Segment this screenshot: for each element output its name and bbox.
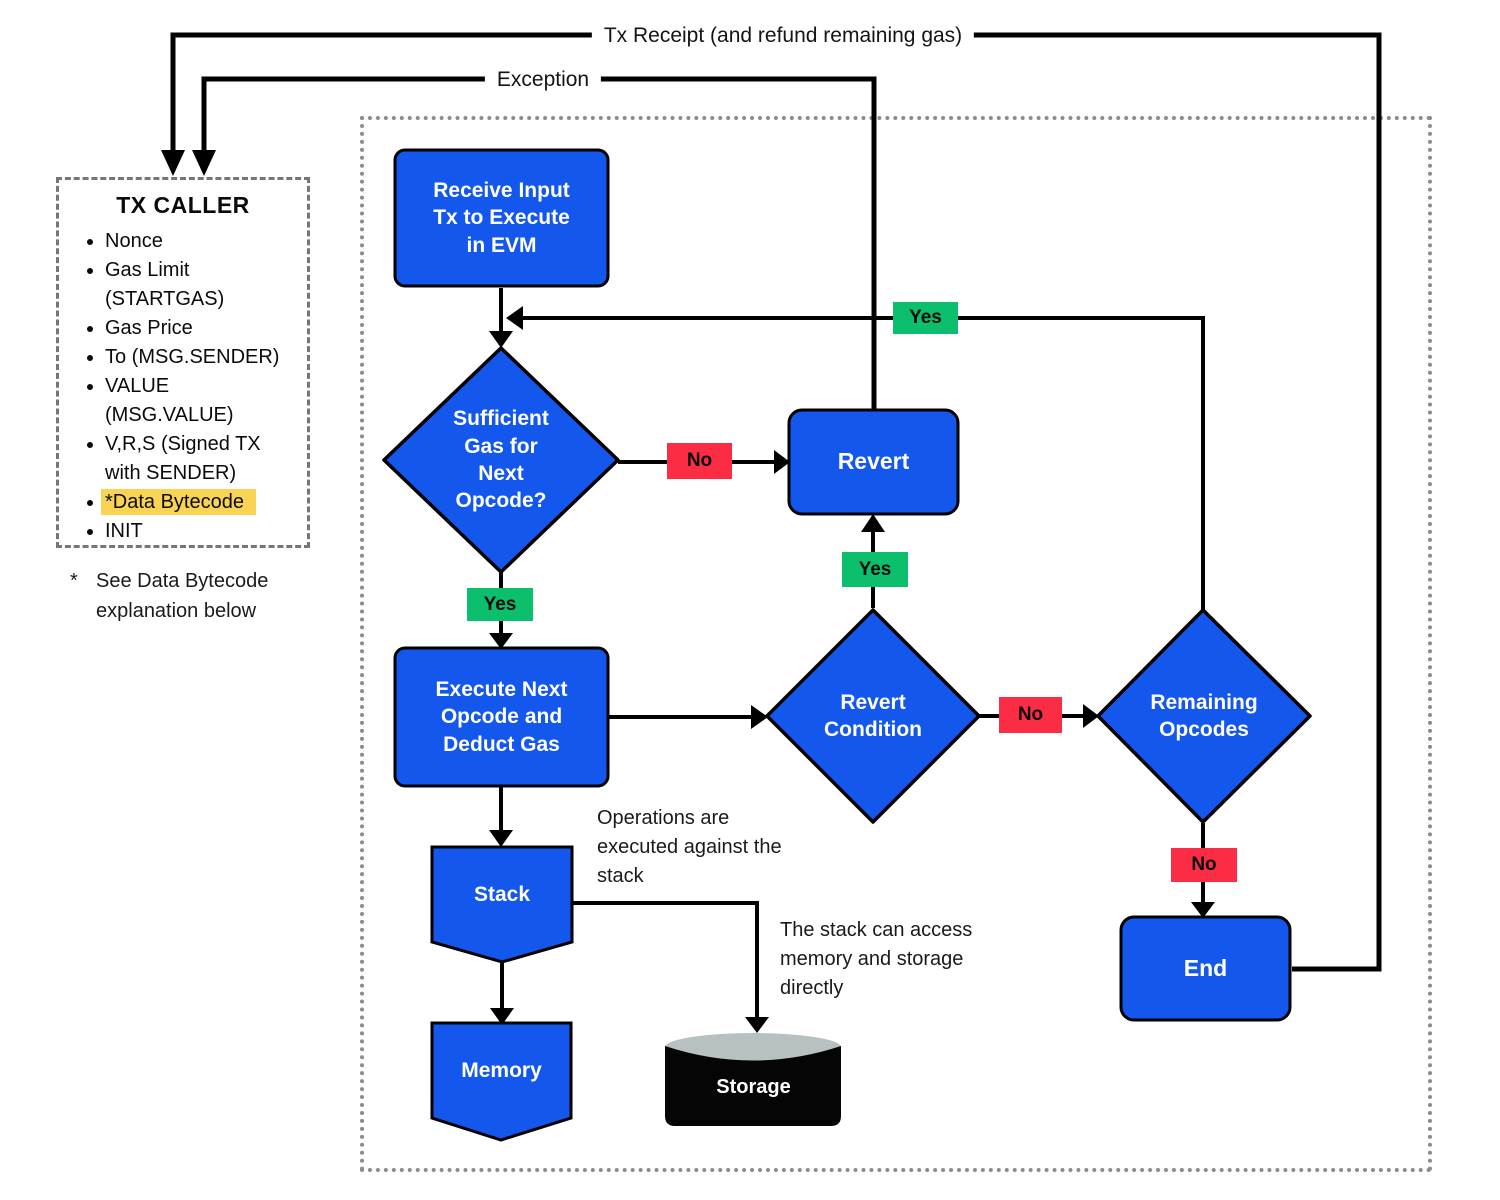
yes-loop-chip: Yes [893, 302, 958, 334]
flow-edges [499, 288, 1205, 1018]
operations-note: Operations are executed against the stac… [597, 807, 782, 887]
caller-item-init: INIT [105, 517, 281, 546]
remaining-opcodes-diamond-shape [1096, 608, 1312, 824]
data-bytecode-highlight: *Data Bytecode [101, 489, 256, 515]
arrow-into-remaining [1083, 704, 1099, 728]
edge-stack-to-storage [572, 901, 759, 1018]
no-gas-chip: No [667, 443, 732, 479]
arrow-into-memory [490, 1008, 514, 1025]
edge-tx-receipt [170, 32, 1382, 972]
yes-gas-chip: Yes [467, 588, 533, 621]
caller-item-gas-limit: Gas Limit (STARTGAS) [105, 256, 281, 314]
arrow-into-stack [489, 830, 513, 847]
tx-receipt-line-label: Tx Receipt (and refund remaining gas) [591, 22, 975, 50]
node-shapes [382, 148, 1312, 1142]
arrow-into-caller-2 [192, 150, 216, 176]
tx-caller-box: TX CALLER Nonce Gas Limit (STARTGAS) Gas… [56, 177, 310, 548]
caller-item-vrs: V,R,S (Signed TX with SENDER) [105, 430, 281, 488]
arrow-into-end [1191, 902, 1215, 918]
storage-shape [665, 1033, 841, 1126]
revert-condition-diamond-shape [765, 608, 981, 824]
arrow-into-diamond-top [489, 331, 513, 348]
arrow-into-caller-1 [161, 150, 185, 176]
edge-yes-loop [523, 316, 1205, 610]
no-remaining-chip: No [1171, 848, 1237, 882]
arrow-into-revert-condition [751, 705, 768, 729]
caller-item-data-bytecode: *Data Bytecode [101, 488, 281, 517]
arrow-into-storage [745, 1017, 769, 1033]
footnote-asterisk: * [70, 570, 78, 592]
stack-shape [430, 845, 574, 964]
arrow-into-revert [774, 450, 790, 474]
storage-top-ellipse [665, 1033, 841, 1061]
receive-node-shape [393, 148, 610, 288]
no-revert-condition-chip: No [999, 697, 1062, 733]
storage-body [665, 1046, 841, 1126]
exception-line-label: Exception [484, 66, 602, 94]
revert-node-shape [787, 408, 960, 516]
sufficient-gas-diamond-shape [382, 346, 620, 574]
arrow-up-into-revert [861, 514, 885, 532]
yes-revert-condition-chip: Yes [842, 552, 908, 587]
caller-item-gas-price: Gas Price [105, 314, 281, 343]
footnote: * See Data Bytecode explanation below [70, 566, 310, 626]
tx-caller-title: TX CALLER [116, 192, 250, 218]
arrowheads [161, 150, 1215, 1033]
flowchart-frame [360, 116, 1432, 1172]
execute-node-shape [393, 646, 610, 788]
footnote-text: See Data Bytecode explanation below [96, 570, 269, 622]
caller-item-nonce: Nonce [105, 227, 281, 256]
caller-item-to: To (MSG.SENDER) [105, 343, 281, 372]
stack-access-note: The stack can access memory and storage … [780, 919, 973, 999]
arrow-yes-loop-left [506, 306, 523, 330]
caller-item-value: VALUE (MSG.VALUE) [105, 372, 281, 430]
tx-caller-list: Nonce Gas Limit (STARTGAS) Gas Price To … [59, 227, 307, 546]
end-node-shape [1119, 915, 1292, 1022]
arrow-into-execute [489, 633, 513, 649]
memory-shape [430, 1021, 573, 1142]
